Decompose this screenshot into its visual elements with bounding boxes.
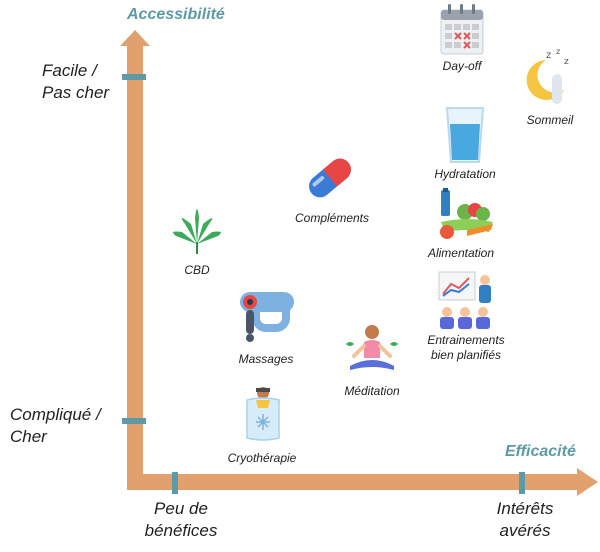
label-entrainements: Entrainements bien planifiés [416,333,516,363]
y-axis-top-line1: Facile / [42,61,97,80]
y-axis-top-line2: Pas cher [42,83,110,102]
y-axis-bar [127,42,143,490]
label-cbd: CBD [184,263,210,277]
training-presentation-icon [438,271,491,329]
y-axis-bottom-line1: Compliqué / [10,405,101,424]
y-axis-bottom-line2: Cher [10,427,47,446]
x-tick-left [172,472,178,494]
label-sommeil: Sommeil [526,113,574,127]
vegetables-icon [440,188,493,239]
x-axis-left-label: Peu de bénéfices [136,498,226,542]
label-entrainements-line2: bien planifiés [430,348,502,362]
x-axis-left-line1: Peu de [154,499,208,518]
cannabis-leaf-icon [173,209,221,254]
label-massages: Massages [238,352,294,366]
cryo-chamber-icon [246,387,280,441]
y-tick-bottom [122,418,146,424]
label-cryotherapie: Cryothérapie [227,451,297,465]
y-tick-top [122,74,146,80]
calendar-icon [440,4,484,55]
label-complements: Compléments [294,211,370,225]
svg-text:z: z [556,47,560,56]
pill-capsule-icon [309,158,351,198]
svg-text:z: z [546,50,551,61]
y-axis-bottom-label: Compliqué / Cher [10,404,101,448]
x-axis-title: Efficacité [505,443,576,460]
x-tick-right [519,472,525,494]
x-axis-left-line2: bénéfices [144,521,218,540]
moon-sleep-icon: z z z [526,47,569,104]
label-day-off: Day-off [442,59,482,73]
y-axis-title: Accessibilité [127,6,225,23]
label-hydratation: Hydratation [434,167,496,181]
massage-gun-icon [240,292,294,342]
label-entrainements-line1: Entrainements [427,333,505,347]
water-glass-icon [445,107,485,163]
x-axis-right-line2: avérés [499,521,551,540]
y-axis-top-label: Facile / Pas cher [42,60,109,104]
x-axis-bar [127,474,579,490]
x-axis-right-label: Intérêts avérés [480,498,570,542]
x-axis-arrowhead [577,468,598,496]
label-alimentation: Alimentation [427,246,495,260]
label-meditation: Méditation [344,384,400,398]
meditation-person-icon [346,325,398,370]
svg-text:z: z [564,57,569,67]
y-axis-arrowhead [120,30,150,46]
x-axis-right-line1: Intérêts [496,499,554,518]
